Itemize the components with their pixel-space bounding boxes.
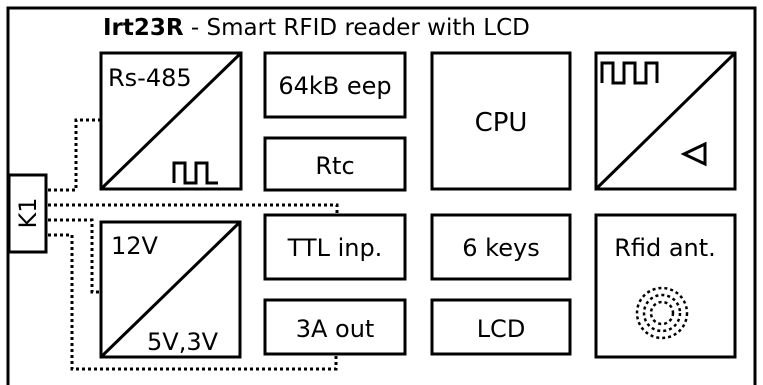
rtc-block: Rtc bbox=[263, 136, 407, 192]
rtc-label: Rtc bbox=[315, 152, 354, 180]
ttl-input-label: TTL inp. bbox=[287, 234, 383, 262]
rs485-label: Rs-485 bbox=[108, 64, 192, 92]
rfid-antenna-block: Rfid ant. bbox=[594, 213, 737, 359]
cpu-label: CPU bbox=[475, 108, 528, 138]
ttl-input-box bbox=[263, 213, 407, 281]
dac-block bbox=[594, 51, 737, 191]
ttl-input-block: TTL inp. bbox=[263, 213, 407, 281]
wire-k1-rs485 bbox=[48, 118, 101, 192]
wiring bbox=[48, 118, 339, 371]
output-3a-box bbox=[263, 298, 407, 356]
keys-label: 6 keys bbox=[462, 234, 539, 262]
power-input-label: 12V bbox=[111, 232, 159, 260]
wire-k1-ttl-input bbox=[48, 203, 339, 215]
power-diagonal bbox=[99, 220, 242, 359]
lcd-block: LCD bbox=[430, 298, 572, 356]
cpu-box bbox=[430, 51, 572, 191]
diagram-title: Irt23R - Smart RFID reader with LCD bbox=[103, 15, 530, 41]
antenna-coil-icon bbox=[635, 286, 689, 340]
power-block: 12V 5V,3V bbox=[99, 220, 242, 359]
eeprom-block: 64kB eep bbox=[263, 51, 407, 119]
output-3a-label: 3A out bbox=[296, 315, 375, 343]
square-wave-icon bbox=[600, 61, 659, 85]
lcd-label: LCD bbox=[477, 315, 526, 343]
k1-connector: K1 bbox=[7, 173, 48, 254]
rtc-box bbox=[263, 136, 407, 192]
rs485-block: Rs-485 bbox=[99, 51, 243, 191]
k1-connector-box bbox=[7, 173, 48, 254]
keys-box bbox=[430, 213, 572, 281]
rfid-antenna-box bbox=[594, 213, 737, 359]
rfid-antenna-label: Rfid ant. bbox=[614, 234, 716, 262]
wire-k1-power bbox=[48, 218, 101, 294]
power-output-label: 5V,3V bbox=[147, 328, 219, 356]
eeprom-box bbox=[263, 51, 407, 119]
rs485-diagonal bbox=[99, 51, 243, 191]
wire-k1-3a-output bbox=[48, 233, 338, 371]
cpu-block: CPU bbox=[430, 51, 572, 191]
keys-block: 6 keys bbox=[430, 213, 572, 281]
lcd-box bbox=[430, 298, 572, 356]
triangle-icon bbox=[680, 141, 707, 167]
output-3a-block: 3A out bbox=[263, 298, 407, 356]
k1-connector-label: K1 bbox=[14, 197, 42, 228]
dac-diagonal bbox=[594, 51, 737, 191]
square-wave-icon bbox=[172, 161, 218, 185]
eeprom-label: 64kB eep bbox=[278, 72, 391, 100]
